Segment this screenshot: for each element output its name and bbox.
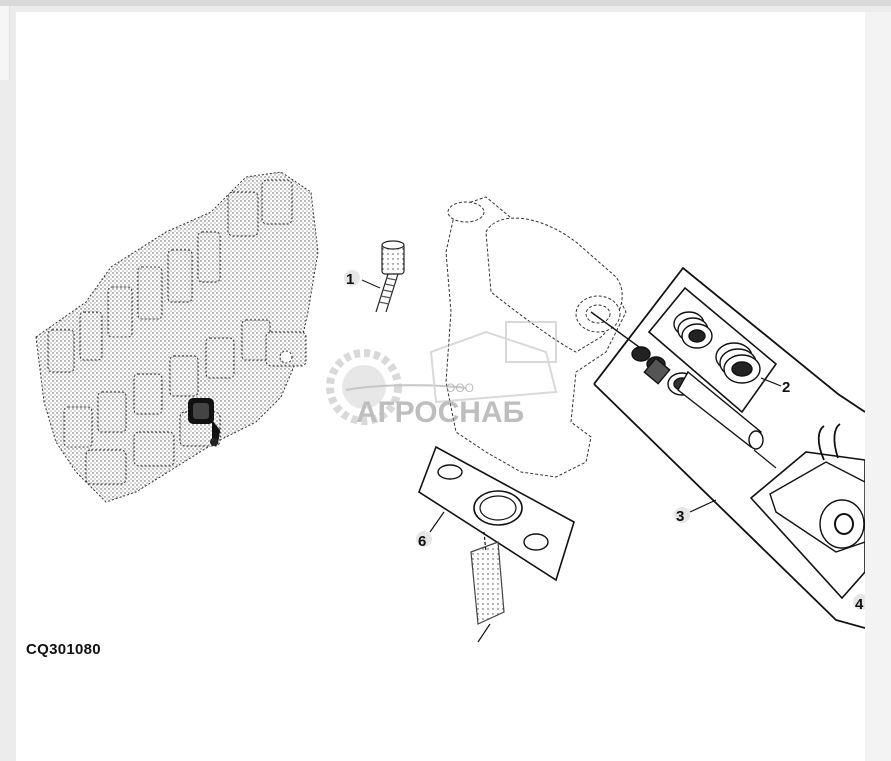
callout-3: 3 [674, 499, 717, 525]
figure-code: CQ301080 [26, 641, 101, 658]
svg-text:1: 1 [346, 271, 354, 288]
part-6-gasket [418, 445, 575, 582]
part-1-cap-screw [375, 240, 405, 313]
left-panel-edge [0, 6, 10, 80]
assembly-3-frame [593, 266, 865, 629]
svg-text:4: 4 [855, 596, 864, 613]
callout-6: 6 [416, 511, 445, 550]
solenoid-coil-4 [749, 423, 865, 600]
spring [470, 531, 505, 643]
svg-text:6: 6 [418, 533, 426, 550]
seal-kit-2-frame [647, 286, 778, 414]
right-margin [865, 12, 891, 761]
agrosnab-watermark: ООО АГРОСНАБ [326, 321, 558, 429]
top-border [0, 0, 891, 6]
valve-cartridge [590, 311, 764, 450]
callout-2: 2 [760, 377, 790, 396]
svg-text:АГРОСНАБ: АГРОСНАБ [356, 396, 524, 429]
diagram-sheet: 1 [16, 12, 865, 761]
svg-text:ООО: ООО [446, 381, 474, 395]
block-solenoid-location [188, 398, 220, 446]
callout-4: 4 [853, 594, 865, 613]
valve-housing [445, 196, 627, 478]
exploded-parts-diagram: 1 [35, 171, 865, 643]
svg-text:2: 2 [782, 379, 790, 396]
callout-1: 1 [344, 270, 381, 289]
svg-text:3: 3 [676, 508, 684, 525]
control-valve-block [35, 171, 319, 503]
